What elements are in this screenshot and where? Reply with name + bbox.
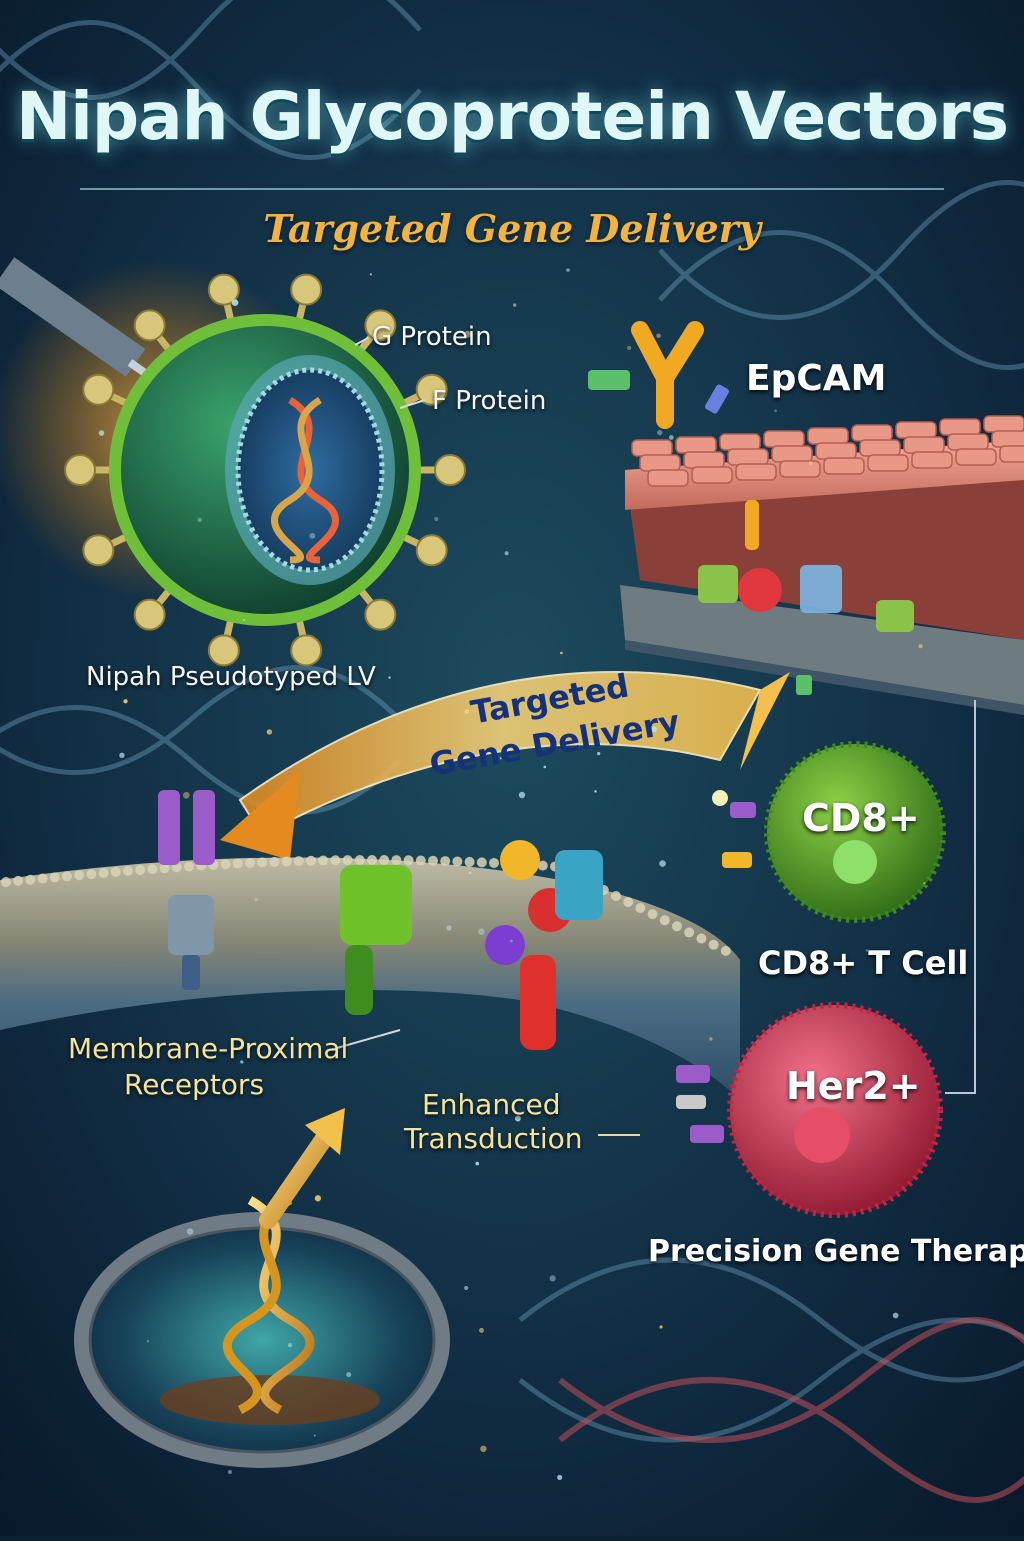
cd8-badge-label: CD8+ [802,796,920,840]
receptor-multicolor [485,840,603,1050]
epithelial-tissue-block [620,415,1024,715]
enhanced-label-line2: Transduction [404,1122,583,1155]
vector-label: Nipah Pseudotyped LV [86,662,376,692]
f-protein-leader [399,399,426,409]
connector-line [945,700,976,1094]
her2-cell [676,1002,943,1218]
targeted-delivery-arrow [220,671,790,860]
foreground-dna-helix [558,1317,1024,1503]
epcam-antibody-icon [588,321,729,429]
dna-helix-icon [222,1196,315,1415]
receptor-dimer-left [158,790,215,990]
cd8-t-cell [712,741,946,923]
g-protein-leader [354,337,369,346]
f-protein-label: F Protein [432,386,547,416]
enhanced-label-line1: Enhanced [422,1088,561,1121]
g-protein-label: G Protein [372,322,492,352]
receptors-label-line2: Receptors [124,1068,265,1101]
receptor-green [340,865,412,1015]
receptors-label-line1: Membrane-Proximal [68,1032,349,1065]
page-title: Nipah Glycoprotein Vectors [15,78,1009,155]
epcam-label: EpCAM [746,358,887,399]
precision-label: Precision Gene Therapy [648,1234,1024,1269]
cd8-cell-label: CD8+ T Cell [758,944,969,982]
receptors-leader [329,1029,401,1051]
viral-genome-icon [271,397,339,564]
title-divider [80,188,944,190]
up-arrow-icon [259,1108,345,1229]
sparkle-particles [98,268,926,1481]
nucleus-with-dna [74,1108,450,1468]
page-subtitle: Targeted Gene Delivery [263,206,761,251]
nipah-virus-particle [0,257,466,667]
her2-badge-label: Her2+ [786,1064,921,1108]
